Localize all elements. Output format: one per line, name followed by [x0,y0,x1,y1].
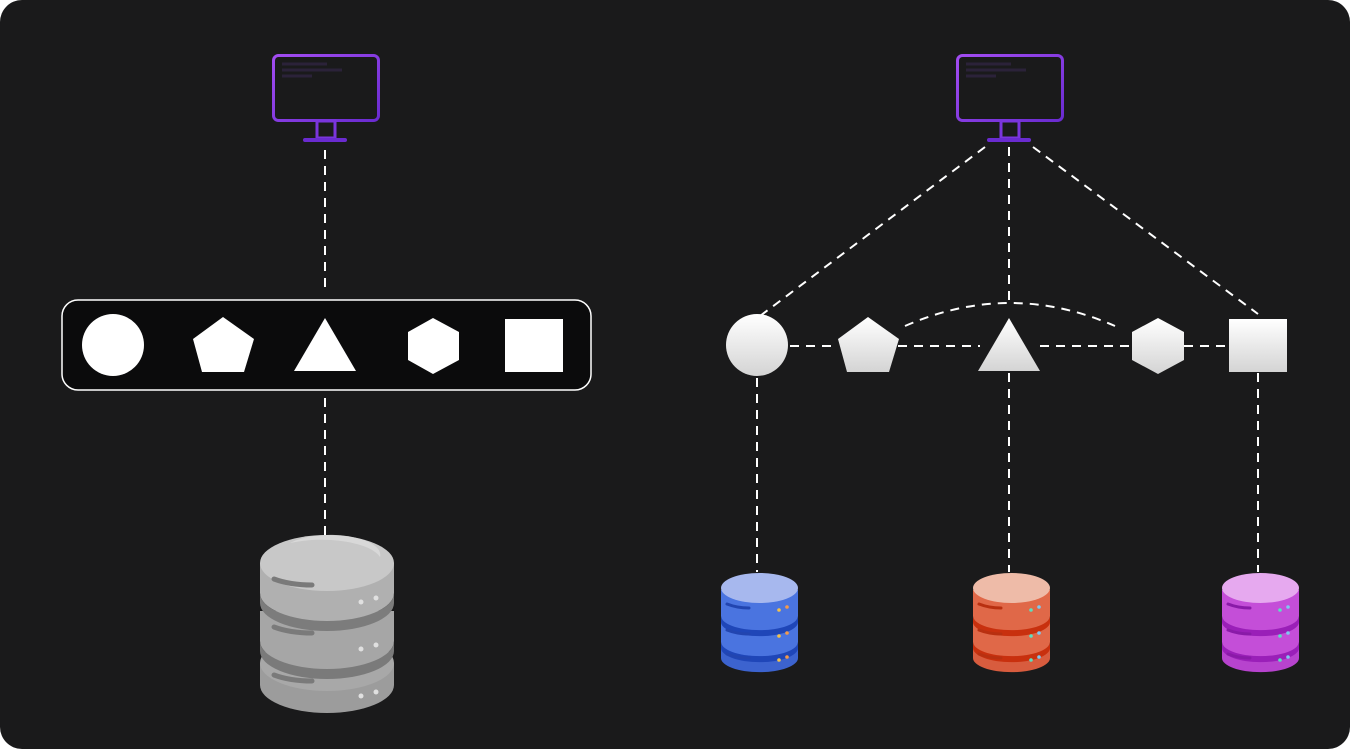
circle-icon [82,314,144,376]
database-icon [973,573,1050,673]
hexagon-icon [408,318,459,374]
pentagon-icon [838,317,899,372]
database-icon [721,573,798,673]
monolith-modules [82,314,563,376]
database-icon [1222,573,1299,673]
circle-icon [726,314,788,376]
square-icon [505,319,563,372]
microservice-connectors [756,146,1259,572]
hexagon-icon [1132,318,1184,374]
monitor-icon [956,54,1064,142]
microservice-shapes [726,314,1287,376]
triangle-icon [978,318,1040,371]
monitor-icon [272,54,380,142]
square-icon [1229,319,1287,372]
pentagon-icon [193,317,254,372]
database-icon [260,534,394,713]
triangle-icon [294,318,356,371]
